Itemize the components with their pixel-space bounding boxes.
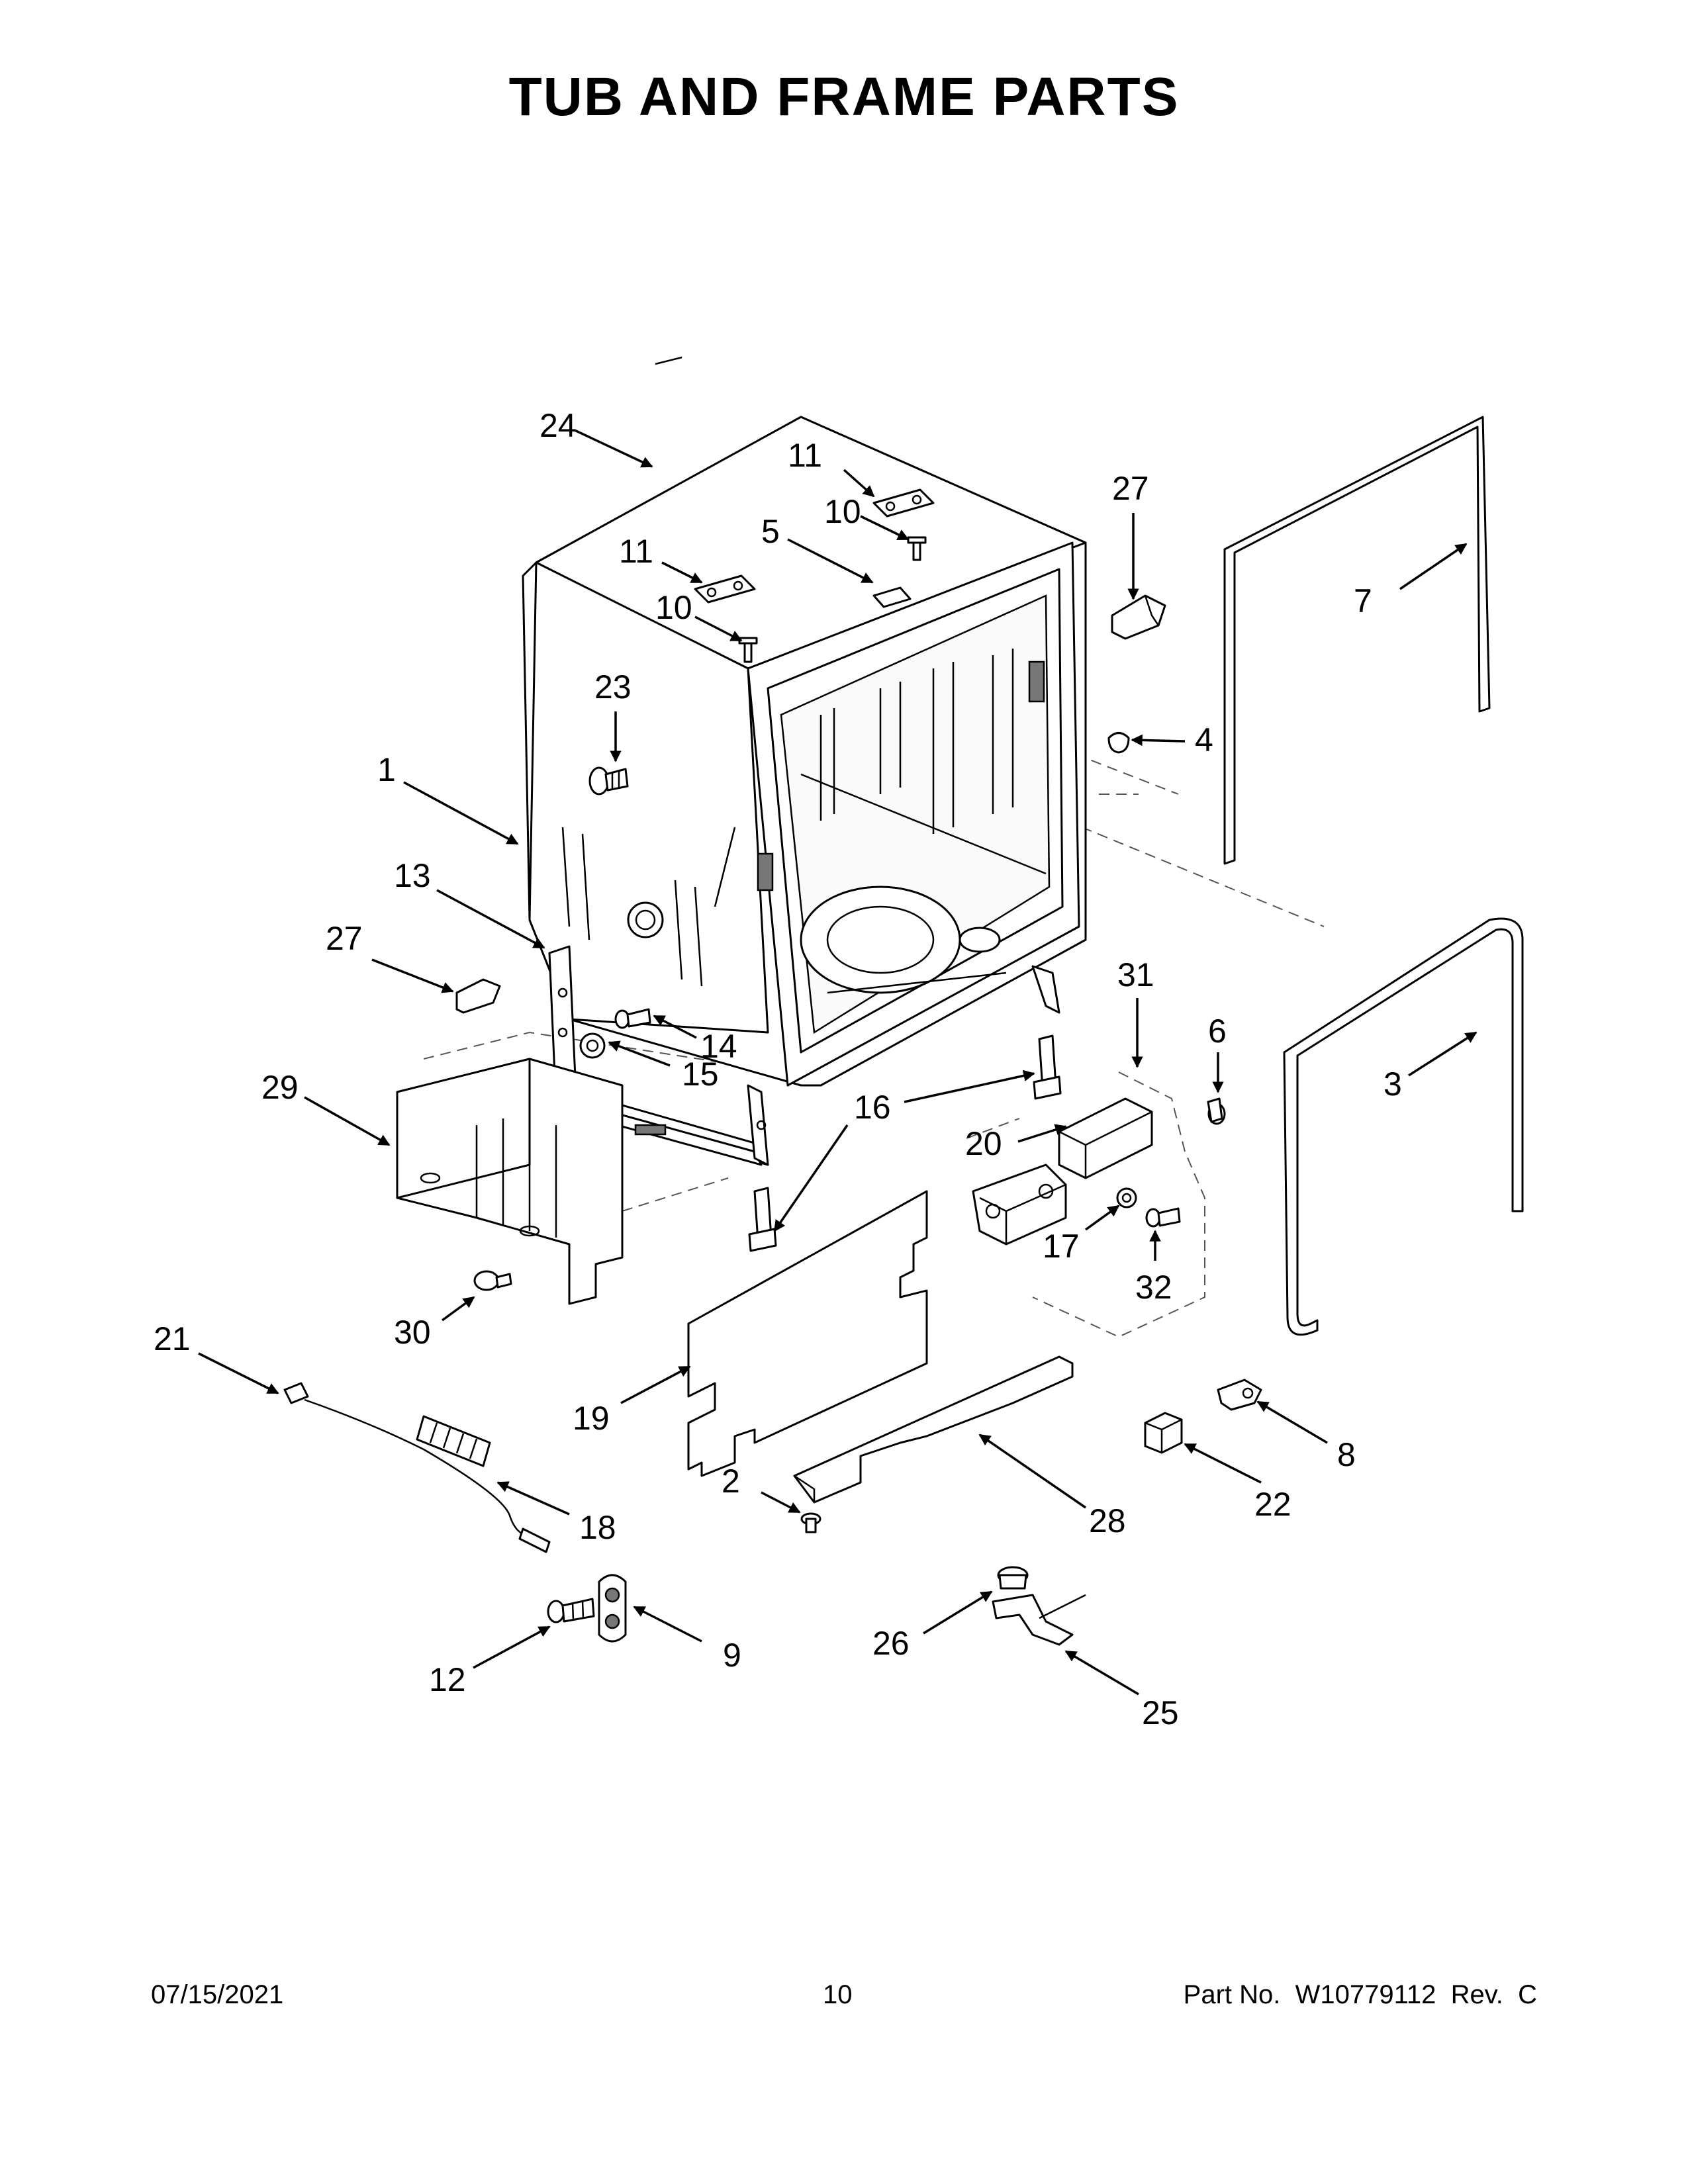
callout-21: 21 (154, 1320, 191, 1357)
callout-3: 3 (1383, 1066, 1402, 1103)
footer-date: 07/15/2021 (151, 1980, 284, 2009)
part-23-plug (588, 766, 629, 796)
leader-lines (198, 429, 1477, 1696)
callout-11: 11 (619, 533, 653, 570)
footer-part-number: Part No. W10779112 Rev. C (1183, 1980, 1537, 2009)
part-19-access-panel (687, 1190, 928, 1477)
part-30-push-pin (473, 1270, 512, 1291)
part-27-strike-upper (1111, 594, 1166, 640)
callout-10: 10 (824, 493, 861, 530)
part-18-spring-element (416, 1415, 491, 1467)
part-28-base-plate (793, 1355, 1074, 1504)
part-10-screw-upper (907, 536, 927, 561)
callout-5: 5 (761, 513, 780, 550)
callout-13: 13 (394, 857, 431, 894)
callout-25: 25 (1142, 1694, 1179, 1731)
tub-assembly (522, 416, 1087, 1087)
part-25-thermostat-bracket (992, 1594, 1086, 1646)
callout-18: 18 (579, 1509, 616, 1546)
callout-16: 16 (854, 1089, 891, 1126)
callout-30: 30 (394, 1314, 431, 1351)
page-title: TUB AND FRAME PARTS (508, 67, 1180, 127)
callout-23: 23 (594, 668, 632, 705)
part-22-valve-block (1144, 1412, 1183, 1454)
callout-20: 20 (965, 1125, 1002, 1162)
callout-14: 14 (700, 1028, 737, 1065)
callout-11: 11 (788, 437, 822, 474)
callout-26: 26 (872, 1625, 910, 1662)
part-16-leveling-leg-right (1033, 1034, 1062, 1100)
callout-1: 1 (377, 751, 396, 788)
part-8-clip (1217, 1379, 1262, 1411)
callout-6: 6 (1208, 1013, 1227, 1050)
part-31-bracket (1058, 1097, 1153, 1179)
callout-27: 27 (326, 920, 363, 957)
part-5-vent-slot (872, 586, 912, 608)
callout-10: 10 (655, 589, 692, 626)
callout-24: 24 (539, 407, 577, 444)
part-3-door-gasket-lower (1283, 917, 1524, 1336)
part-4-bumper (1107, 732, 1130, 754)
callout-labels: 24 11 10 5 11 10 27 7 23 4 1 13 27 14 15… (154, 407, 1402, 1731)
callout-32: 32 (1135, 1269, 1172, 1306)
part-2-pin (800, 1512, 821, 1533)
callout-28: 28 (1089, 1502, 1126, 1539)
callout-29: 29 (261, 1069, 299, 1106)
callout-2: 2 (722, 1463, 740, 1500)
part-11-mount-bracket-lower (694, 574, 756, 604)
part-27-strike-lower (455, 978, 501, 1014)
part-20-terminal-cover (972, 1163, 1067, 1246)
part-21-wire-harness (283, 1382, 551, 1553)
part-14-screw (614, 1008, 651, 1029)
callout-7: 7 (1354, 582, 1372, 619)
part-26-thermostat (997, 1566, 1029, 1590)
part-9-double-grommet (598, 1574, 627, 1643)
footer-page-number: 10 (823, 1980, 853, 2009)
part-17-grommet (1116, 1187, 1137, 1208)
callout-8: 8 (1337, 1436, 1356, 1473)
part-12-screw (547, 1598, 595, 1623)
part-7-door-gasket-upper (1223, 416, 1491, 865)
callout-9: 9 (723, 1637, 741, 1674)
callout-22: 22 (1254, 1486, 1291, 1523)
part-11-mount-bracket-upper (872, 488, 935, 518)
part-32-screw (1145, 1207, 1181, 1228)
callout-27: 27 (1112, 470, 1149, 507)
part-6-screw (1207, 1097, 1226, 1125)
part-15-grommet (579, 1032, 606, 1059)
callout-15: 15 (682, 1056, 719, 1093)
callout-12: 12 (429, 1661, 466, 1698)
part-24-tub-top-edge (655, 356, 682, 365)
part-16-leveling-leg-left (748, 1187, 777, 1252)
part-29-insulation-block (396, 1058, 624, 1305)
callout-4: 4 (1195, 721, 1213, 758)
callout-31: 31 (1117, 956, 1154, 993)
callout-19: 19 (573, 1400, 610, 1437)
callout-17: 17 (1043, 1228, 1080, 1265)
